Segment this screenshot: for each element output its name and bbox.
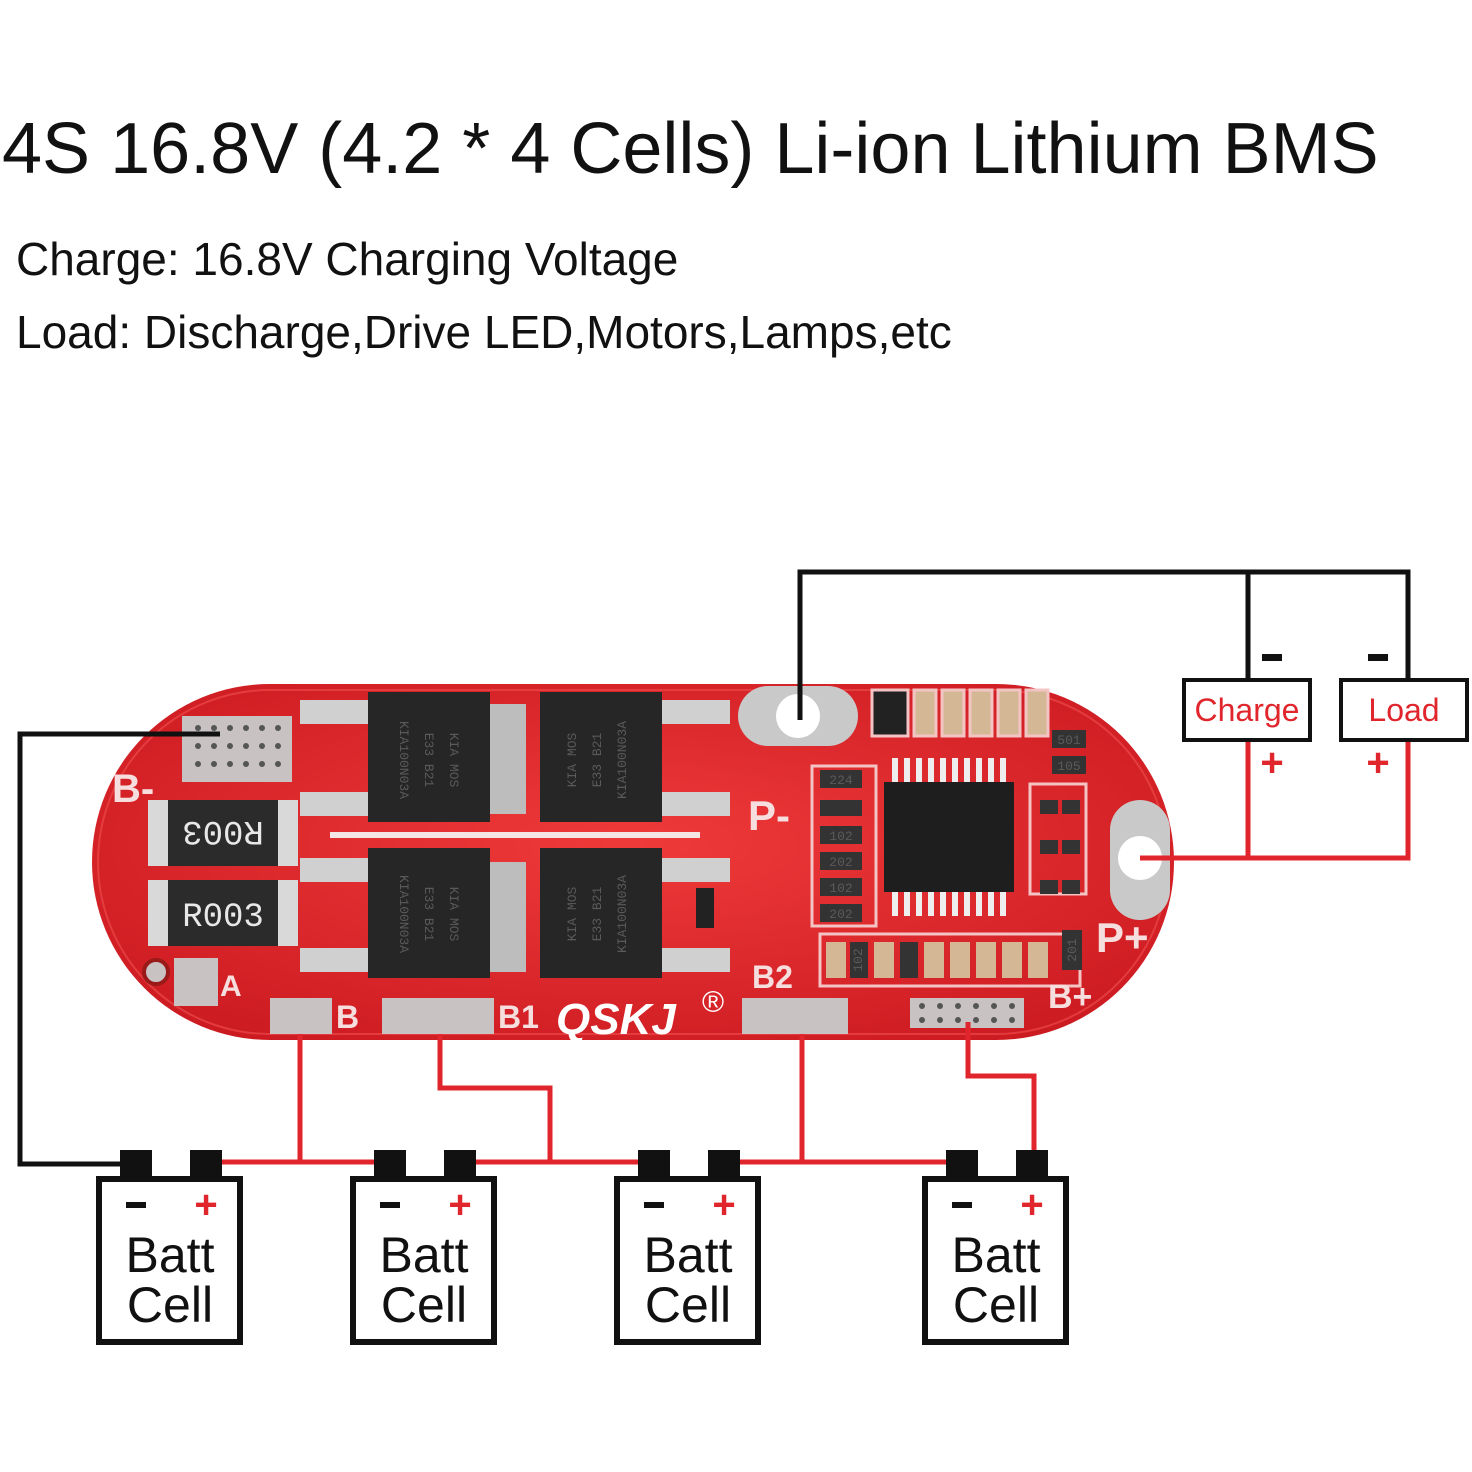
svg-text:KIA100N03A: KIA100N03A [396,721,411,799]
wire-p-plus [1140,742,1411,861]
cell-label-line2: Cell [127,1277,213,1333]
svg-text:102: 102 [829,881,852,896]
svg-text:501: 501 [1057,733,1081,748]
cell-plus-sign: + [712,1183,735,1227]
load-terminal: Load + [1339,654,1469,785]
cell-minus-sign [644,1202,664,1208]
wire-balance-b-plus [965,1022,1037,1154]
label-b-minus: B- [112,767,154,811]
label-b-plus: B+ [1048,978,1092,1016]
svg-text:E33 B21: E33 B21 [421,733,436,788]
label-b2: B2 [752,959,793,995]
shunt-resistor-1: R003 [148,800,298,866]
wire-p-minus [797,569,1411,720]
svg-text:E33 B21: E33 B21 [590,886,605,941]
wire-b-minus [17,731,220,1167]
cell-label-line2: Cell [381,1277,467,1333]
battery-cell-2: + Batt Cell [350,1150,497,1345]
resistor-code-1: R003 [182,811,264,849]
load-description: Load: Discharge,Drive LED,Motors,Lamps,e… [16,306,952,358]
pad-b2 [742,998,848,1034]
svg-text:202: 202 [829,855,852,870]
charge-terminal: Charge + [1182,654,1312,785]
svg-text:105: 105 [1057,759,1080,774]
charge-description: Charge: 16.8V Charging Voltage [16,233,679,285]
pad-b [270,998,332,1034]
charge-plus-sign: + [1260,741,1283,785]
label-a: A [220,970,242,1003]
page-title: 4S 16.8V (4.2 * 4 Cells) Li-ion Lithium … [2,109,1379,189]
shunt-resistor-2: R003 [148,880,298,946]
brand-registered-mark: ® [702,986,724,1019]
mounting-dot [142,958,170,986]
pad-a [174,958,218,1006]
mosfet-bottom-left: KIA100N03A E33 B21 KIA MOS [300,848,526,978]
control-ic [810,758,1014,928]
cell-minus-sign [380,1202,400,1208]
cell-plus-sign: + [1020,1183,1043,1227]
svg-text:KIA100N03A: KIA100N03A [615,721,630,799]
label-b: B [336,999,359,1035]
wires [17,569,1411,1167]
charge-minus-sign [1262,654,1282,661]
mosfet-top-left: KIA100N03A E33 B21 KIA MOS [300,692,526,822]
cell-label-line1: Batt [952,1227,1041,1283]
label-b1: B1 [498,999,539,1035]
label-p-minus: P- [748,792,790,839]
wire-balance-b1 [437,1034,553,1162]
brand-logo: QSKJ [556,995,677,1044]
small-diode [696,888,714,928]
mosfet-bottom-right: KIA MOS E33 B21 KIA100N03A [540,848,730,978]
label-p-plus: P+ [1096,914,1149,961]
cell-plus-sign: + [448,1183,471,1227]
svg-text:KIA100N03A: KIA100N03A [396,875,411,953]
cell-label-line1: Batt [126,1227,215,1283]
svg-text:E33 B21: E33 B21 [421,887,436,942]
battery-cell-3: + Batt Cell [614,1150,761,1345]
cell-minus-sign [952,1202,972,1208]
cell-label-line2: Cell [645,1277,731,1333]
smd-components: 224 102 202 102 202 501 105 102 [818,688,1088,988]
load-minus-sign [1368,654,1388,661]
cell-label-line1: Batt [380,1227,469,1283]
battery-cell-1: + Batt Cell [96,1150,243,1345]
resistor-code-2: R003 [182,899,264,937]
cell-label-line1: Batt [644,1227,733,1283]
svg-text:KIA MOS: KIA MOS [446,733,461,788]
cell-minus-sign [126,1202,146,1208]
load-label: Load [1368,692,1439,728]
svg-text:KIA100N03A: KIA100N03A [615,875,630,953]
svg-text:KIA MOS: KIA MOS [565,886,580,941]
charge-label: Charge [1195,692,1300,728]
b-minus-pad [182,716,292,782]
svg-text:102: 102 [851,948,866,971]
svg-text:224: 224 [829,773,853,788]
svg-text:KIA MOS: KIA MOS [565,732,580,787]
cell-label-line2: Cell [953,1277,1039,1333]
svg-text:202: 202 [829,907,852,922]
silkscreen-divider [330,832,700,838]
svg-text:E33 B21: E33 B21 [590,732,605,787]
mosfet-top-right: KIA MOS E33 B21 KIA100N03A [540,692,730,822]
pad-b1 [382,998,494,1034]
battery-cell-4: + Batt Cell [922,1150,1069,1345]
svg-text:102: 102 [829,829,852,844]
svg-text:KIA MOS: KIA MOS [446,887,461,942]
cell-plus-sign: + [194,1183,217,1227]
svg-text:201: 201 [1065,938,1080,962]
load-plus-sign: + [1366,741,1389,785]
bms-board: R003 R003 KIA100N03A E33 B21 KIA MOS KIA… [92,684,1174,1044]
